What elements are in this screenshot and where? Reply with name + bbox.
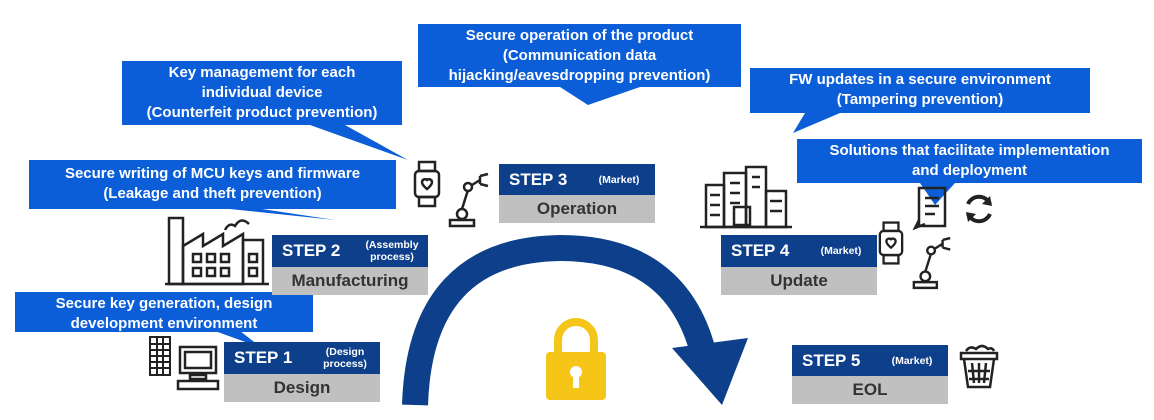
step-1-sub: (Design process) — [316, 346, 374, 370]
step-4-header: STEP 4 (Market) — [721, 235, 877, 267]
callout-manufacturing: Secure writing of MCU keys and firmware … — [29, 160, 396, 209]
step-5-header: STEP 5 (Market) — [792, 345, 948, 377]
factory-icon — [165, 216, 269, 286]
step-2-name: Manufacturing — [272, 267, 428, 295]
callout-operation: Secure operation of the product (Communi… — [418, 24, 741, 87]
padlock-icon — [546, 318, 606, 400]
smartwatch-icon — [878, 221, 904, 265]
smartwatch-icon — [413, 160, 441, 208]
refresh-icon — [966, 194, 992, 224]
robot-arm-icon — [448, 172, 489, 228]
step-1-header: STEP 1 (Design process) — [224, 342, 380, 374]
trash-bin-icon — [959, 344, 999, 389]
callout-line: FW updates in a secure environment — [789, 71, 1051, 88]
step-3-label: STEP 3 — [509, 170, 568, 189]
callout-line: and deployment — [911, 162, 1027, 179]
step-3-header: STEP 3 (Market) — [499, 164, 655, 196]
building-icon — [149, 336, 171, 376]
step-4-name: Update — [721, 267, 877, 295]
callout-line: Key management for each — [168, 64, 356, 81]
step-1-label: STEP 1 — [234, 348, 293, 367]
callout-line: (Counterfeit product prevention) — [146, 104, 378, 121]
callout-line: (Tampering prevention) — [836, 91, 1004, 108]
step-4-label: STEP 4 — [731, 241, 790, 260]
step-sub-line: (Design — [325, 346, 365, 358]
step-3-name: Operation — [499, 195, 655, 223]
callout-line: (Communication data — [502, 47, 657, 64]
step-5-name: EOL — [792, 376, 948, 404]
step-3-sub: (Market) — [587, 174, 651, 186]
callout-line: Secure key generation, design — [55, 295, 273, 312]
desktop-computer-icon — [176, 345, 220, 391]
callout-solutions: Solutions that facilitate implementation… — [797, 139, 1142, 183]
callout-line: (Leakage and theft prevention) — [103, 185, 322, 202]
document-icon — [912, 186, 947, 231]
callout-line: Solutions that facilitate implementation — [829, 142, 1110, 159]
step-2-header: STEP 2 (Assembly process) — [272, 235, 428, 267]
callout-design: Secure key generation, design developmen… — [15, 292, 313, 332]
callout-line: Secure writing of MCU keys and firmware — [64, 165, 361, 182]
callout-line: individual device — [201, 84, 323, 101]
city-buildings-icon — [700, 165, 792, 229]
callout-key-management: Key management for each individual devic… — [122, 61, 402, 125]
step-2-sub: (Assembly process) — [360, 239, 424, 263]
step-sub-line: process) — [323, 358, 367, 370]
step-2-label: STEP 2 — [282, 241, 341, 260]
step-5-label: STEP 5 — [802, 351, 861, 370]
callout-fw-update: FW updates in a secure environment (Tamp… — [750, 68, 1090, 113]
callout-line: development environment — [70, 315, 258, 332]
callout-line: hijacking/eavesdropping prevention) — [448, 67, 711, 84]
robot-arm-icon — [912, 236, 951, 290]
step-sub-line: (Market) — [598, 174, 640, 186]
step-1-name: Design — [224, 374, 380, 402]
step-sub-line: (Market) — [891, 355, 933, 367]
step-sub-line: (Assembly — [365, 239, 419, 251]
step-sub-line: process) — [370, 251, 414, 263]
step-5-sub: (Market) — [880, 355, 944, 367]
step-sub-line: (Market) — [820, 245, 862, 257]
step-4-sub: (Market) — [809, 245, 873, 257]
callout-line: Secure operation of the product — [465, 27, 694, 44]
